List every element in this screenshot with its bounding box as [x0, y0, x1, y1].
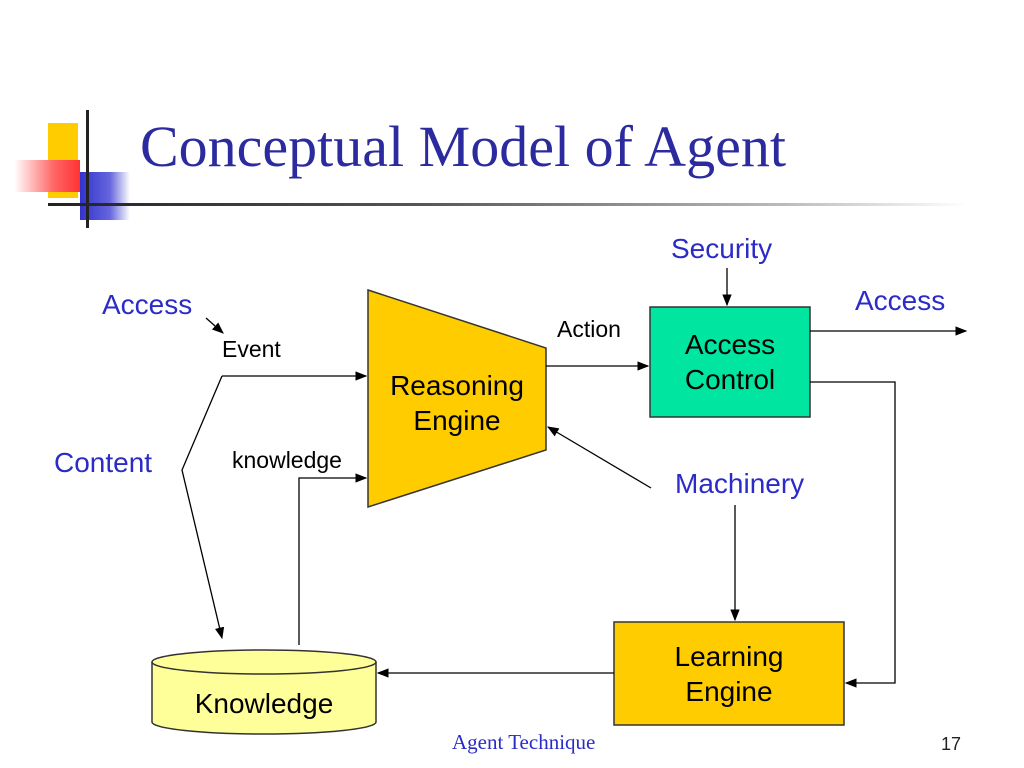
- security-label: Security: [671, 233, 773, 264]
- knowledge-cylinder-shape: [151, 649, 377, 735]
- page-number: 17: [941, 734, 962, 754]
- knowledge-label: Knowledge: [194, 687, 334, 719]
- event-label: Event: [222, 336, 281, 362]
- content-label: Content: [54, 447, 153, 478]
- arrow-feedback-to-learning: [810, 381, 896, 688]
- access-control-shape: [649, 306, 811, 418]
- corner-red-square: [14, 160, 80, 192]
- knowledge-flow-label: knowledge: [232, 447, 342, 473]
- action-label: Action: [557, 316, 621, 342]
- corner-vertical-line: [86, 110, 89, 228]
- arrow-machinery-to-reasoning: [546, 426, 652, 489]
- arrow-knowledge-to-reasoning: [298, 473, 368, 645]
- access-in-label: Access: [102, 289, 193, 320]
- slide-title: Conceptual Model of Agent: [140, 114, 786, 179]
- footer-text: Agent Technique: [452, 730, 596, 754]
- arrow-access-to-event: [205, 317, 224, 334]
- title-underline: [48, 203, 968, 206]
- machinery-label: Machinery: [675, 468, 805, 499]
- access-out-label: Access: [855, 285, 946, 316]
- content-fork-lines: [181, 375, 225, 640]
- reasoning-engine-shape: [367, 288, 547, 509]
